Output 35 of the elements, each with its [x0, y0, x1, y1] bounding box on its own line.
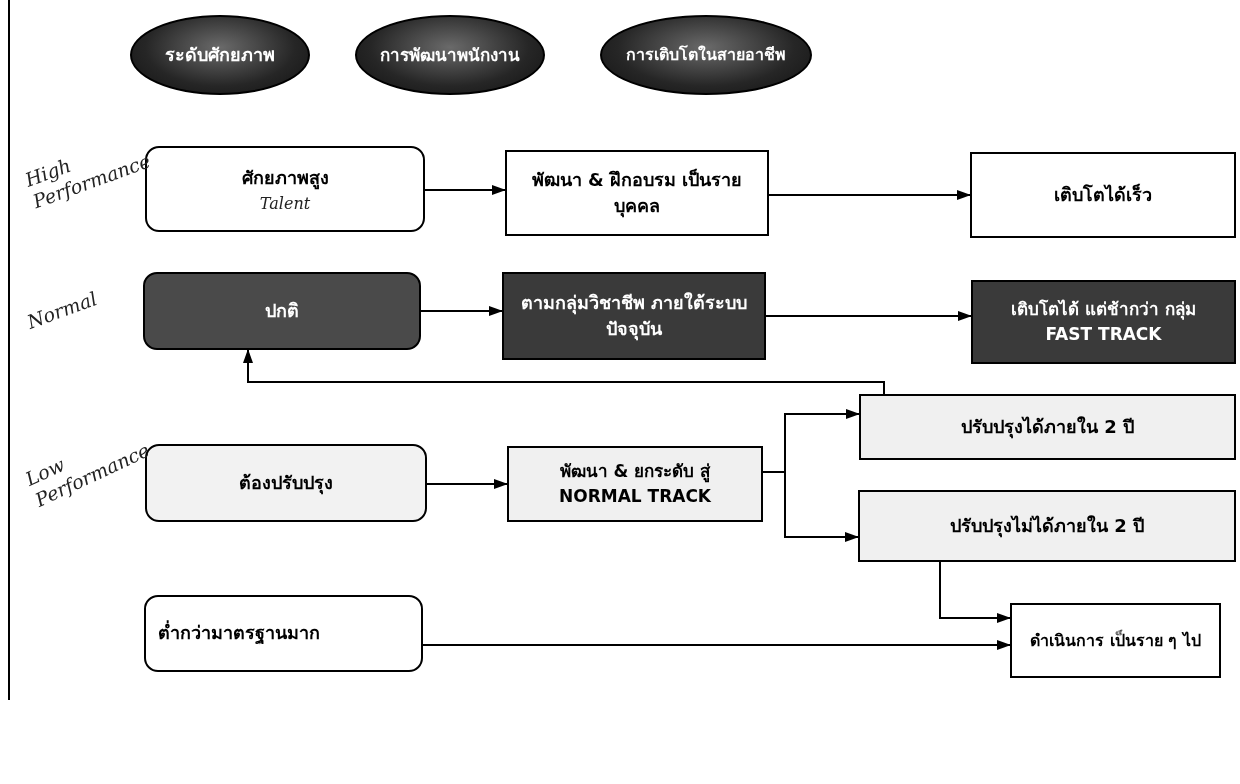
arrow	[939, 561, 1011, 623]
node-text: ปกติ	[265, 298, 299, 323]
process-box	[507, 446, 763, 522]
process-box	[858, 490, 1236, 562]
node-text: ระดับศักยภาพ	[165, 42, 275, 67]
node-text: เติบโตได้เร็ว	[1054, 182, 1152, 207]
arrow	[762, 471, 859, 542]
node-text: ศักยภาพสูง	[241, 166, 329, 192]
arrow	[422, 640, 1011, 650]
arrow	[420, 306, 503, 316]
arrow	[768, 190, 971, 200]
handwritten-note: Talent	[259, 193, 311, 213]
node-text: เติบโตได้ แต่ช้ากว่า กลุ่ม FAST TRACK	[1010, 298, 1197, 346]
process-box	[970, 152, 1236, 238]
process-box	[505, 150, 769, 236]
rounded-box	[143, 272, 421, 350]
arrow	[243, 349, 885, 395]
node-text: พัฒนา & ฝึกอบรม เป็นรายบุคคล	[530, 167, 744, 220]
node-text: ดำเนินการ เป็นราย ๆ ไป	[1030, 628, 1201, 652]
arrow	[426, 479, 508, 489]
node-text: ปรับปรุงได้ภายใน 2 ปี	[960, 414, 1135, 441]
process-box	[1010, 603, 1221, 678]
node-text: ต่ำกว่ามาตรฐานมาก	[158, 620, 320, 646]
node-text: การเติบโตในสายอาชีพ	[626, 44, 786, 67]
arrow	[765, 311, 972, 321]
node-text: ตามกลุ่มวิชาชีพ ภายใต้ระบบปัจจุบัน	[519, 290, 749, 343]
node-text: พัฒนา & ยกระดับ สู่ NORMAL TRACK	[557, 460, 713, 508]
node-text: ปรับปรุงไม่ได้ภายใน 2 ปี	[949, 513, 1145, 540]
process-box	[971, 280, 1236, 364]
node-text: การพัฒนาพนักงาน	[380, 43, 520, 67]
node-text: ต้องปรับปรุง	[239, 470, 333, 497]
process-box	[859, 394, 1236, 460]
process-box	[502, 272, 766, 360]
rounded-box	[144, 595, 423, 672]
arrow	[424, 185, 506, 195]
